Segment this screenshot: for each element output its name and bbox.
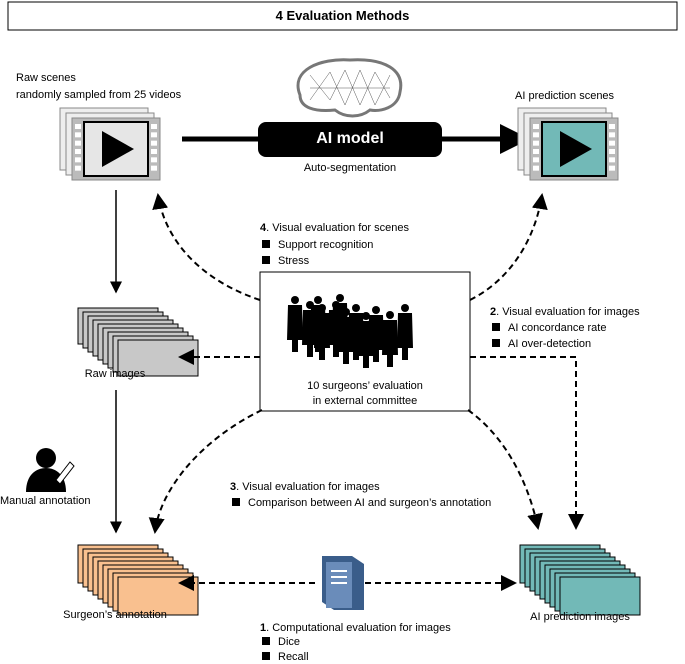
- annotator-person-icon: [26, 448, 75, 492]
- dashed-arrow-to-ai-images: [470, 356, 584, 530]
- server-icon: [322, 556, 364, 610]
- method-2-item: AI over-detection: [508, 338, 592, 350]
- method-4-item: Stress: [278, 255, 310, 267]
- raw-images-stack: [77, 307, 199, 377]
- ai-model-label: AI model: [316, 130, 384, 147]
- surgeons-annotation-label: Surgeon’s annotation: [63, 609, 167, 621]
- surgeons-annotation-stack: [77, 544, 199, 616]
- raw-scenes-video-stack: [59, 107, 161, 181]
- dashed-arrow-to-raw-scenes: [152, 193, 261, 301]
- method-3-title: . Visual evaluation for images: [236, 481, 380, 493]
- method-4-number: 4: [260, 222, 267, 234]
- surgeon-silhouette: [386, 311, 394, 319]
- ai-prediction-images-stack: [519, 544, 641, 616]
- method-2-title: . Visual evaluation for images: [496, 306, 640, 318]
- auto-segmentation-label: Auto-segmentation: [303, 162, 397, 174]
- neural-network-brain-icon: [296, 58, 403, 118]
- committee-label-line2: in external committee: [312, 395, 418, 407]
- method-2-number: 2: [490, 306, 497, 318]
- surgeon-silhouette: [401, 304, 409, 312]
- ai-prediction-scenes-label: AI prediction scenes: [515, 90, 615, 102]
- method-2-item: AI concordance rate: [508, 322, 607, 334]
- method-3-item: Comparison between AI and surgeon’s anno…: [248, 497, 492, 509]
- surgeon-silhouette: [336, 294, 344, 302]
- dashed-arrow-to-annotation: [148, 409, 263, 534]
- surgeon-silhouette: [332, 303, 348, 350]
- surgeon-silhouette: [382, 320, 398, 367]
- surgeons-group-icon: [287, 294, 413, 368]
- dashed-arrow-to-ai-scenes: [469, 193, 548, 301]
- method-3-number: 3: [230, 481, 237, 493]
- method-1-number: 1: [260, 622, 267, 634]
- surgeon-silhouette: [362, 312, 370, 320]
- surgeon-silhouette: [310, 305, 326, 352]
- ai-model-box: [258, 122, 442, 157]
- title-box: [7, 1, 678, 31]
- raw-scenes-sublabel: randomly sampled from 25 videos: [16, 89, 182, 101]
- manual-annotation-label: Manual annotation: [0, 495, 91, 507]
- surgeon-silhouette: [291, 296, 299, 304]
- method-1-item: Dice: [278, 636, 301, 648]
- surgeon-silhouette: [287, 305, 303, 352]
- surgeon-silhouette: [368, 315, 384, 362]
- ai-prediction-images-label: AI prediction images: [530, 611, 630, 623]
- surgeon-silhouette: [372, 306, 380, 314]
- title: 4 Evaluation Methods: [275, 8, 410, 23]
- play-icon: [560, 131, 592, 167]
- play-icon: [102, 131, 134, 167]
- raw-images-label: Raw images: [84, 368, 146, 380]
- ai-prediction-scenes-video-stack: [517, 107, 619, 181]
- dashed-arrow-committee-to-ai-images: [467, 409, 543, 530]
- surgeon-silhouette: [352, 304, 360, 312]
- committee-label-line1: 10 surgeons’ evaluation: [307, 380, 423, 392]
- method-4-item: Support recognition: [278, 239, 374, 251]
- method-4-title: . Visual evaluation for scenes: [266, 222, 410, 234]
- method-1-title: . Computational evaluation for images: [266, 622, 451, 634]
- surgeon-silhouette: [314, 296, 322, 304]
- surgeon-silhouette: [397, 313, 413, 360]
- method-1-item: Recall: [278, 651, 309, 663]
- raw-scenes-label: Raw scenes: [16, 72, 76, 84]
